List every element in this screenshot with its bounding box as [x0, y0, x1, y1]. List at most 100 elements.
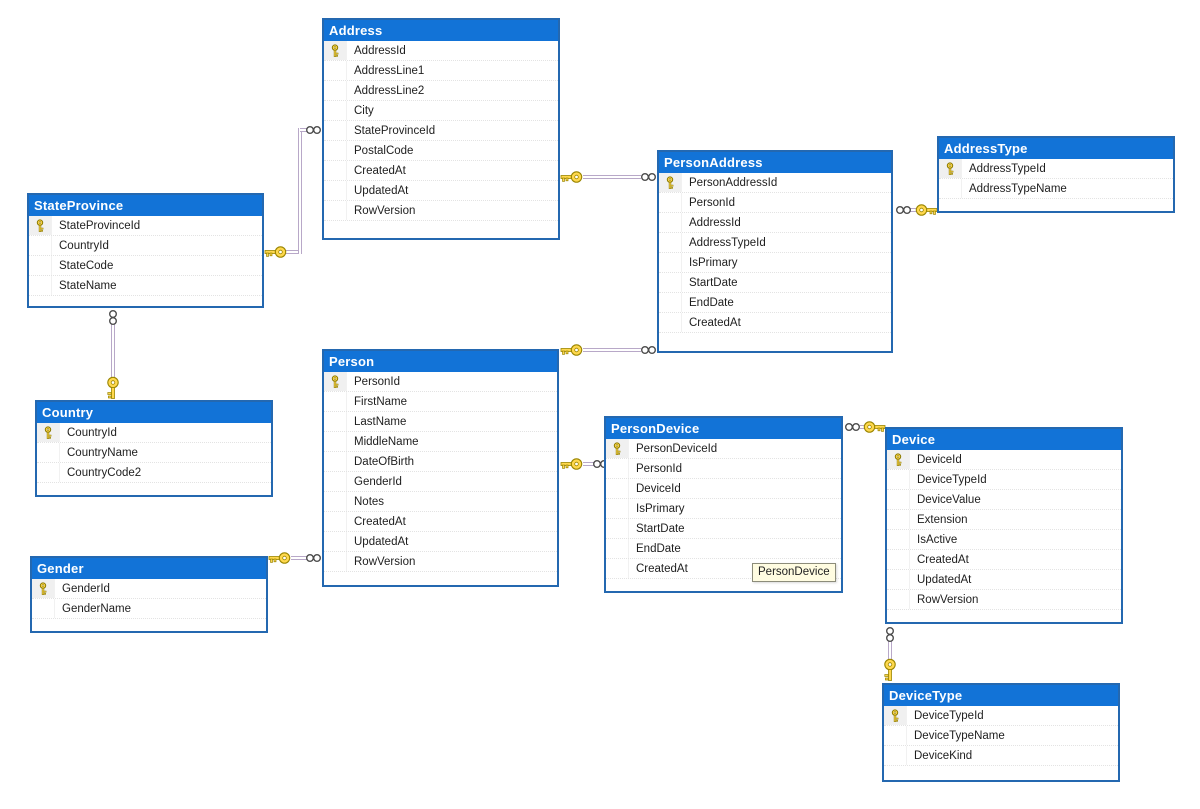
column-row[interactable]: StateProvinceId — [29, 216, 262, 236]
table-title[interactable]: DeviceType — [884, 685, 1118, 706]
column-row[interactable]: PersonId — [606, 459, 841, 479]
column-row[interactable]: RowVersion — [324, 201, 558, 221]
primary-key-icon — [665, 175, 675, 190]
column-row[interactable]: RowVersion — [324, 552, 557, 572]
column-row[interactable]: CountryId — [29, 236, 262, 256]
column-row[interactable]: CountryName — [37, 443, 271, 463]
column-row[interactable]: DeviceId — [887, 450, 1121, 470]
column-row[interactable]: AddressTypeName — [939, 179, 1173, 199]
table-title[interactable]: Country — [37, 402, 271, 423]
pk-cell — [887, 550, 910, 569]
column-row[interactable]: IsPrimary — [659, 253, 891, 273]
column-row[interactable]: PersonAddressId — [659, 173, 891, 193]
column-row[interactable]: FirstName — [324, 392, 557, 412]
column-name: PersonAddressId — [689, 176, 778, 189]
column-row[interactable]: DeviceTypeId — [887, 470, 1121, 490]
column-row[interactable]: StateCode — [29, 256, 262, 276]
table-title[interactable]: PersonAddress — [659, 152, 891, 173]
table-title[interactable]: Address — [324, 20, 558, 41]
column-name: CreatedAt — [354, 515, 406, 528]
column-row[interactable]: GenderId — [32, 579, 266, 599]
table-title[interactable]: AddressType — [939, 138, 1173, 159]
table-title[interactable]: StateProvince — [29, 195, 262, 216]
column-row[interactable]: DateOfBirth — [324, 452, 557, 472]
infinity-many-end-icon — [640, 171, 657, 183]
column-row[interactable]: AddressId — [659, 213, 891, 233]
pk-cell — [29, 256, 52, 275]
column-row[interactable]: City — [324, 101, 558, 121]
column-row[interactable]: EndDate — [659, 293, 891, 313]
column-row[interactable]: UpdatedAt — [324, 532, 557, 552]
column-row[interactable]: AddressTypeId — [939, 159, 1173, 179]
infinity-many-end-icon — [884, 626, 896, 643]
table-title[interactable]: Device — [887, 429, 1121, 450]
column-name: StateProvinceId — [59, 219, 141, 232]
pk-cell — [887, 530, 910, 549]
pk-cell — [939, 179, 962, 198]
column-row[interactable]: Notes — [324, 492, 557, 512]
column-row[interactable]: EndDate — [606, 539, 841, 559]
column-row[interactable]: MiddleName — [324, 432, 557, 452]
column-row[interactable]: UpdatedAt — [324, 181, 558, 201]
column-row[interactable]: AddressTypeId — [659, 233, 891, 253]
column-row[interactable]: GenderName — [32, 599, 266, 619]
column-row[interactable]: AddressId — [324, 41, 558, 61]
table-title[interactable]: Person — [324, 351, 557, 372]
column-row[interactable]: CreatedAt — [659, 313, 891, 333]
column-row[interactable]: StartDate — [659, 273, 891, 293]
column-row[interactable]: CountryId — [37, 423, 271, 443]
table-title[interactable]: Gender — [32, 558, 266, 579]
pk-cell — [887, 510, 910, 529]
column-row[interactable]: CreatedAt — [324, 161, 558, 181]
column-row[interactable]: PersonId — [324, 372, 557, 392]
pk-cell — [606, 539, 629, 558]
column-row[interactable]: CountryCode2 — [37, 463, 271, 483]
column-row[interactable]: IsActive — [887, 530, 1121, 550]
table-title[interactable]: PersonDevice — [606, 418, 841, 439]
pk-cell — [324, 472, 347, 491]
primary-key-icon — [38, 581, 48, 596]
column-name: FirstName — [354, 395, 408, 408]
column-row[interactable]: AddressLine2 — [324, 81, 558, 101]
column-row[interactable]: PostalCode — [324, 141, 558, 161]
column-row[interactable]: CreatedAt — [887, 550, 1121, 570]
column-row[interactable]: PersonId — [659, 193, 891, 213]
column-name: AddressTypeName — [969, 182, 1067, 195]
column-row[interactable]: LastName — [324, 412, 557, 432]
column-row[interactable]: UpdatedAt — [887, 570, 1121, 590]
column-row[interactable]: AddressLine1 — [324, 61, 558, 81]
column-name: DeviceTypeId — [917, 473, 987, 486]
column-name: DeviceTypeId — [914, 709, 984, 722]
pk-cell — [659, 173, 682, 192]
column-name: Notes — [354, 495, 385, 508]
pk-cell — [659, 253, 682, 272]
column-row[interactable]: StateProvinceId — [324, 121, 558, 141]
column-row[interactable]: IsPrimary — [606, 499, 841, 519]
column-row[interactable]: CreatedAt — [324, 512, 557, 532]
column-row[interactable]: GenderId — [324, 472, 557, 492]
column-row[interactable]: StateName — [29, 276, 262, 296]
column-row[interactable]: PersonDeviceId — [606, 439, 841, 459]
key-one-end-icon — [560, 170, 584, 184]
column-row[interactable]: DeviceKind — [884, 746, 1118, 766]
column-row[interactable]: DeviceTypeId — [884, 706, 1118, 726]
column-row[interactable]: CreatedAt — [606, 559, 841, 579]
column-row[interactable]: DeviceTypeName — [884, 726, 1118, 746]
column-row[interactable]: DeviceValue — [887, 490, 1121, 510]
column-row[interactable]: Extension — [887, 510, 1121, 530]
key-one-end-icon — [560, 457, 584, 471]
pk-cell — [659, 233, 682, 252]
column-row[interactable]: StartDate — [606, 519, 841, 539]
column-row[interactable]: DeviceId — [606, 479, 841, 499]
column-row[interactable]: RowVersion — [887, 590, 1121, 610]
